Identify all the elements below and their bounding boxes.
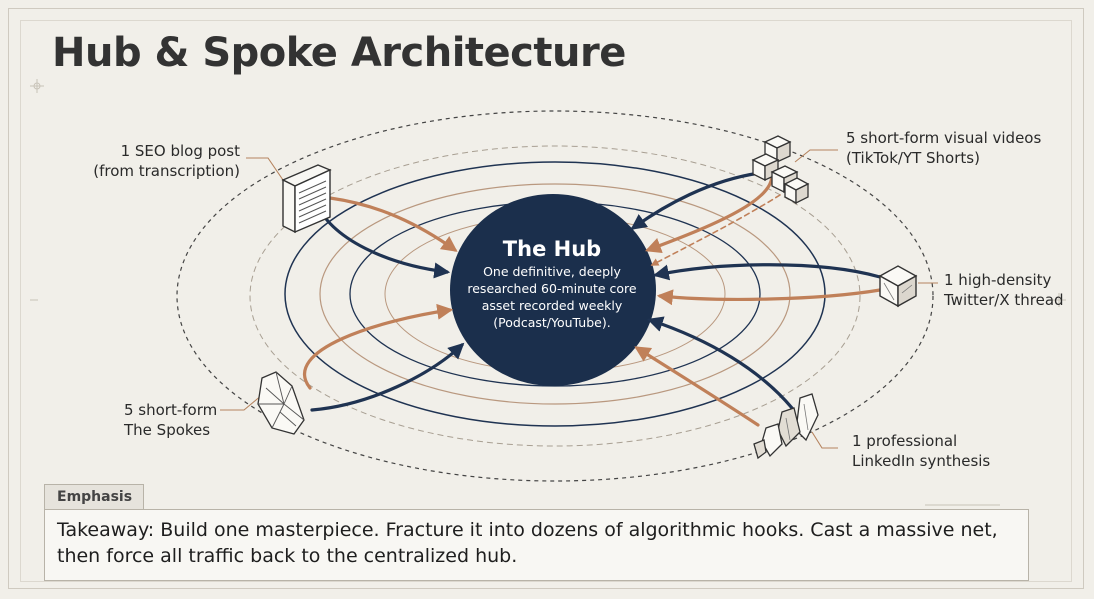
hub-title: The Hub <box>502 237 602 261</box>
spoke-label-the-spokes: 5 short-form The Spokes <box>124 401 218 439</box>
page-title: Hub & Spoke Architecture <box>52 30 626 76</box>
hub-description-line: researched 60-minute core <box>467 281 637 296</box>
spoke-label-linkedin: 1 professional LinkedIn synthesis <box>852 432 991 470</box>
solid-orbit-2 <box>319 183 791 405</box>
hub-description-line: (Podcast/YouTube). <box>493 315 611 330</box>
arrow-linkedin-navy <box>646 316 794 410</box>
crystal-icon <box>257 371 305 435</box>
spoke-label-short-videos: 5 short-form visual videos (TikTok/YT Sh… <box>846 129 1042 167</box>
outer-dashed-orbit <box>176 110 934 482</box>
takeaway-box: Takeaway: Build one masterpiece. Fractur… <box>44 509 1029 581</box>
arrow-linkedin-copper <box>634 346 760 427</box>
hub-circle <box>450 194 656 386</box>
takeaway-line: then force all traffic back to the centr… <box>57 545 518 567</box>
arrow-spokes-navy <box>310 342 465 412</box>
hub-description: One definitive, deeply researched 60-min… <box>452 263 652 331</box>
leader-lines <box>220 149 938 449</box>
takeaway-line: Takeaway: Build one masterpiece. Fractur… <box>57 519 998 541</box>
arrow-twitter-navy <box>652 263 882 281</box>
hub-description-line: asset recorded weekly <box>481 298 623 313</box>
hub-label: The Hub One definitive, deeply researche… <box>452 235 652 331</box>
hub-description-line: One definitive, deeply <box>483 264 621 279</box>
spoke-label-twitter-thread: 1 high-density Twitter/X thread <box>944 271 1064 309</box>
arrow-blog-copper <box>328 196 458 252</box>
document-icon <box>281 164 332 234</box>
spoke-label-seo-blog: 1 SEO blog post (from transcription) <box>93 142 240 180</box>
outer-frame <box>8 8 1084 589</box>
solid-orbit-1 <box>284 161 826 427</box>
arrow-videos-navy <box>630 171 762 230</box>
shards-icon <box>753 393 819 460</box>
middle-dashed-orbit <box>249 145 861 447</box>
inner-frame <box>20 20 1072 582</box>
traffic-arrows <box>302 163 882 427</box>
cubes-icon <box>751 135 810 205</box>
arrow-videos-copper-dashed <box>650 194 781 266</box>
emphasis-tab: Emphasis <box>44 484 144 510</box>
cube-icon <box>878 265 918 308</box>
arrow-spokes-copper <box>302 303 454 390</box>
arrow-twitter-copper <box>656 288 882 306</box>
